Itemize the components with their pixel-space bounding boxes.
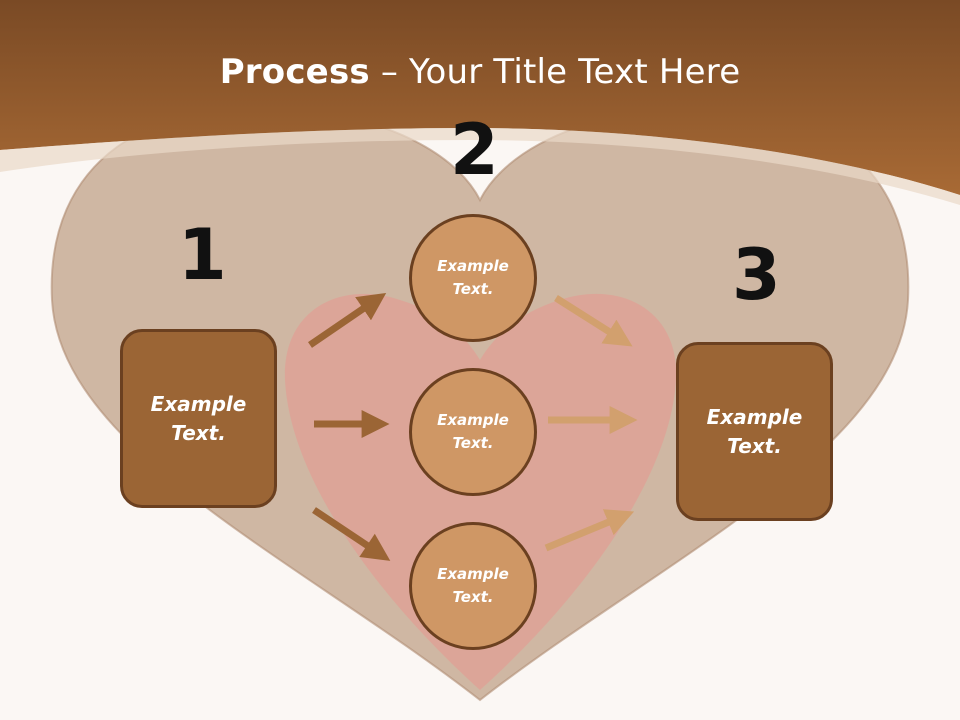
title-rest: – Your Title Text Here <box>369 52 741 92</box>
title-banner <box>0 0 960 195</box>
title-bold: Process <box>219 52 370 92</box>
left-box-text: Example Text. <box>150 391 247 445</box>
step-number-2: 2 <box>450 109 499 191</box>
circle-bottom-text: Example Text. <box>437 565 509 606</box>
slide-title: Process – Your Title Text Here <box>0 52 960 92</box>
circle-bottom: Example Text. <box>409 522 537 650</box>
circle-middle: Example Text. <box>409 368 537 496</box>
circle-top: Example Text. <box>409 214 537 342</box>
arrow-left-to-top <box>308 292 387 348</box>
arrow-top-to-right <box>554 295 633 347</box>
circle-middle-text: Example Text. <box>437 411 509 452</box>
step-number-1: 1 <box>178 214 227 296</box>
left-box: Example Text. <box>120 329 277 508</box>
arrow-bottom-to-right <box>544 509 635 552</box>
right-box: Example Text. <box>676 342 833 521</box>
step-number-3: 3 <box>732 234 781 316</box>
circle-top-text: Example Text. <box>437 257 509 298</box>
right-box-text: Example Text. <box>706 404 803 458</box>
arrow-left-to-bottom <box>312 507 391 561</box>
